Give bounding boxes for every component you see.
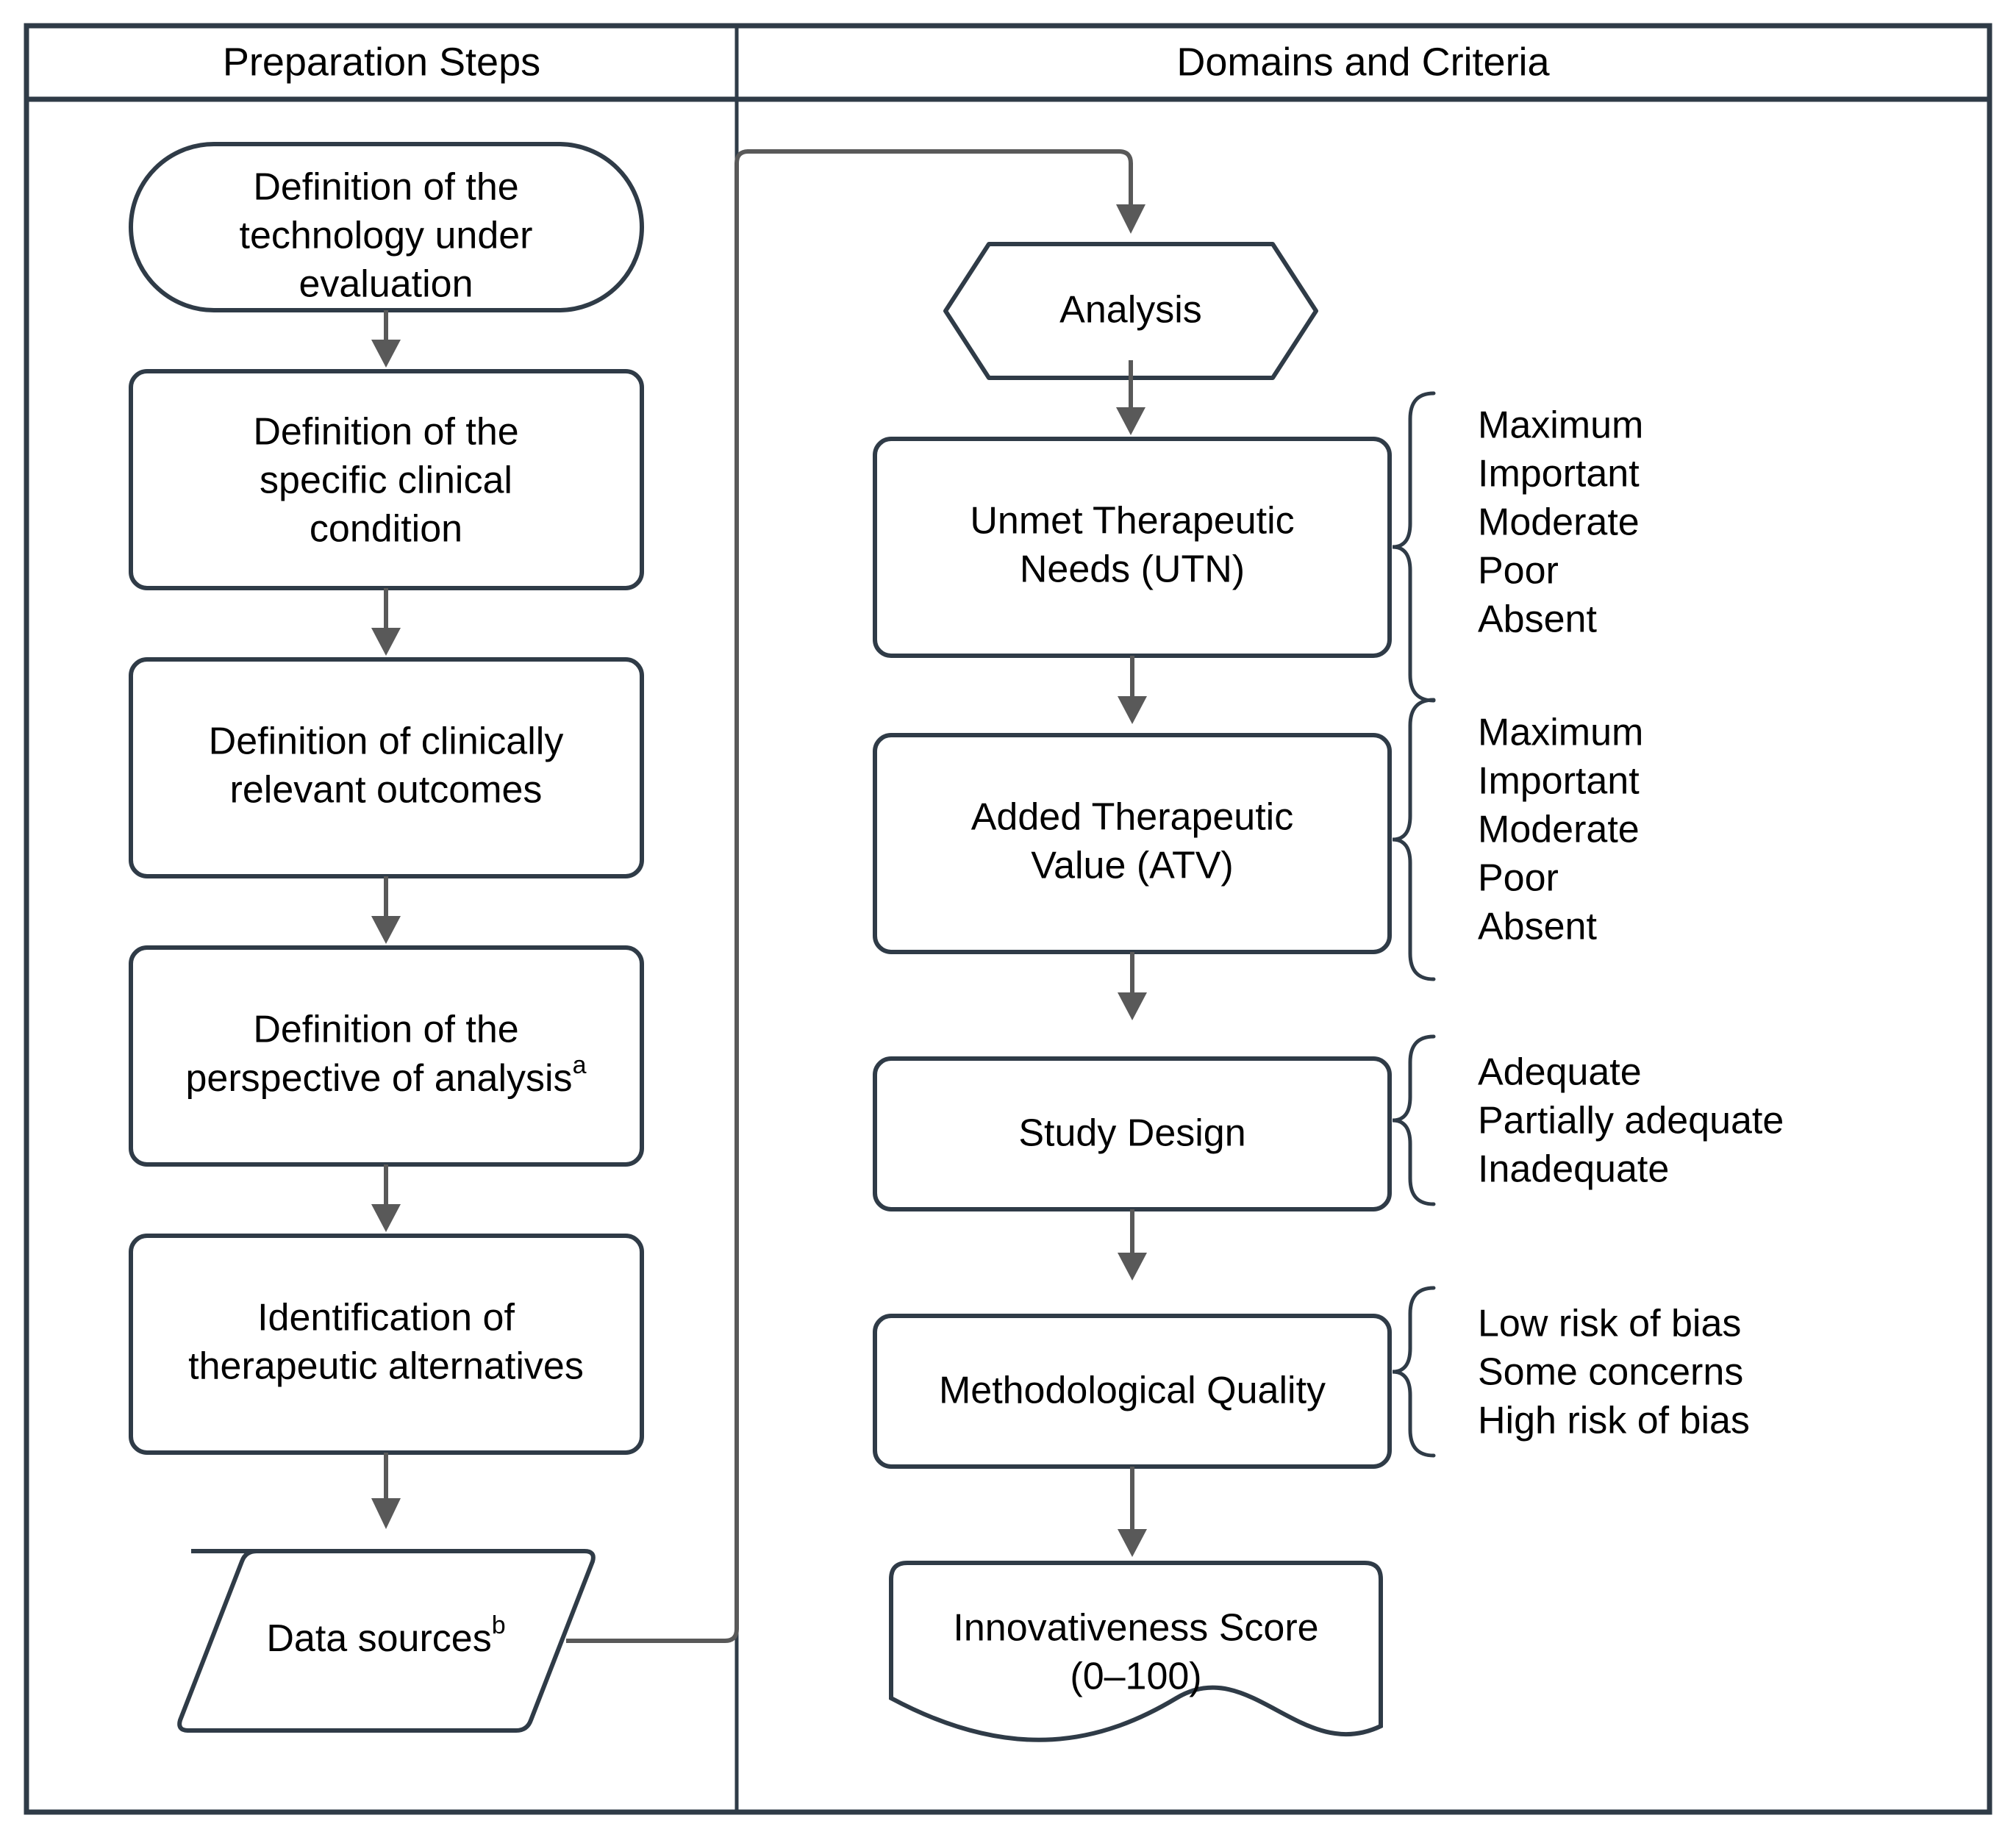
panel-title-left: Preparation Steps bbox=[223, 40, 540, 84]
criteria-atv-4: Absent bbox=[1478, 906, 1597, 948]
node-data-sources-label: Data sourcesb bbox=[266, 1611, 505, 1660]
panel-title-right: Domains and Criteria bbox=[1176, 40, 1550, 84]
criteria-utn-1: Important bbox=[1478, 453, 1640, 495]
criteria-atv-1: Important bbox=[1478, 760, 1640, 803]
criteria-atv-2: Moderate bbox=[1478, 809, 1640, 851]
node-innovativeness-score-line1: Innovativeness Score bbox=[953, 1607, 1318, 1650]
criteria-utn-3: Poor bbox=[1478, 550, 1559, 593]
node-study-design-label: Study Design bbox=[1018, 1112, 1245, 1155]
criteria-utn-4: Absent bbox=[1478, 598, 1597, 641]
brace-atv bbox=[1392, 698, 1436, 981]
node-perspective-of-analysis[interactable] bbox=[129, 945, 644, 1167]
node-added-therapeutic-value[interactable] bbox=[873, 733, 1392, 954]
node-alternatives-line2: therapeutic alternatives bbox=[188, 1345, 584, 1388]
node-outcomes-line1: Definition of clinically bbox=[209, 720, 564, 763]
criteria-methodological-quality-0: Low risk of bias bbox=[1478, 1303, 1741, 1345]
node-utn-line2: Needs (UTN) bbox=[1020, 548, 1245, 591]
brace-methodological-quality bbox=[1392, 1286, 1436, 1458]
connector-datasources-to-analysis bbox=[566, 149, 1133, 1643]
node-analysis-label: Analysis bbox=[1059, 289, 1202, 332]
arrowhead-condition-to-outcomes bbox=[371, 628, 401, 656]
brace-utn bbox=[1392, 391, 1436, 703]
node-atv-line1: Added Therapeutic bbox=[971, 796, 1293, 839]
arrowhead-utn-to-atv bbox=[1118, 696, 1147, 724]
node-data-sources-superscript: b bbox=[492, 1611, 506, 1639]
node-technology-line3: evaluation bbox=[299, 263, 473, 306]
node-innovativeness-score[interactable] bbox=[889, 1561, 1383, 1742]
arrowhead-technology-to-condition bbox=[371, 340, 401, 368]
node-condition-line2: specific clinical bbox=[260, 459, 512, 502]
brace-study-design bbox=[1392, 1034, 1436, 1206]
node-perspective-line1: Definition of the bbox=[253, 1009, 518, 1051]
arrowhead-alternatives-to-datasources bbox=[371, 1498, 401, 1529]
criteria-utn-2: Moderate bbox=[1478, 501, 1640, 544]
node-therapeutic-alternatives[interactable] bbox=[129, 1234, 644, 1455]
node-perspective-superscript: a bbox=[573, 1051, 587, 1079]
node-data-sources[interactable] bbox=[177, 1549, 596, 1733]
node-clinically-relevant-outcomes[interactable] bbox=[129, 657, 644, 878]
node-outcomes-line2: relevant outcomes bbox=[230, 769, 543, 812]
criteria-utn-0: Maximum bbox=[1478, 404, 1643, 447]
arrowhead-studydesign-to-methodquality bbox=[1118, 1253, 1147, 1281]
arrowhead-methodquality-to-score bbox=[1118, 1529, 1147, 1557]
criteria-atv-0: Maximum bbox=[1478, 712, 1643, 754]
criteria-methodological-quality-2: High risk of bias bbox=[1478, 1400, 1750, 1442]
node-analysis[interactable] bbox=[943, 242, 1318, 380]
criteria-study-design-2: Inadequate bbox=[1478, 1148, 1669, 1191]
arrowhead-atv-to-studydesign bbox=[1118, 992, 1147, 1020]
node-technology-line1: Definition of the bbox=[253, 166, 518, 209]
node-innovativeness-score-line2: (0–100) bbox=[1070, 1656, 1201, 1698]
arrowhead-outcomes-to-perspective bbox=[371, 916, 401, 944]
node-technology-line2: technology under bbox=[240, 215, 533, 257]
criteria-study-design-1: Partially adequate bbox=[1478, 1100, 1784, 1142]
node-utn-line1: Unmet Therapeutic bbox=[970, 500, 1294, 543]
criteria-atv-3: Poor bbox=[1478, 857, 1559, 900]
arrowhead-datasources-to-analysis bbox=[1116, 204, 1145, 234]
node-unmet-therapeutic-needs[interactable] bbox=[873, 437, 1392, 658]
outer-frame bbox=[24, 23, 1992, 1815]
node-condition-line3: condition bbox=[310, 508, 462, 551]
node-alternatives-line1: Identification of bbox=[257, 1297, 515, 1339]
node-condition-line1: Definition of the bbox=[253, 411, 518, 454]
arrowhead-analysis-to-utn bbox=[1116, 407, 1145, 435]
node-atv-line2: Value (ATV) bbox=[1031, 845, 1234, 887]
arrowhead-perspective-to-alternatives bbox=[371, 1204, 401, 1232]
criteria-methodological-quality-1: Some concerns bbox=[1478, 1351, 1743, 1394]
criteria-study-design-0: Adequate bbox=[1478, 1051, 1642, 1094]
node-methodological-quality-label: Methodological Quality bbox=[939, 1370, 1326, 1412]
node-perspective-line2: perspective of analysisa bbox=[186, 1051, 587, 1100]
